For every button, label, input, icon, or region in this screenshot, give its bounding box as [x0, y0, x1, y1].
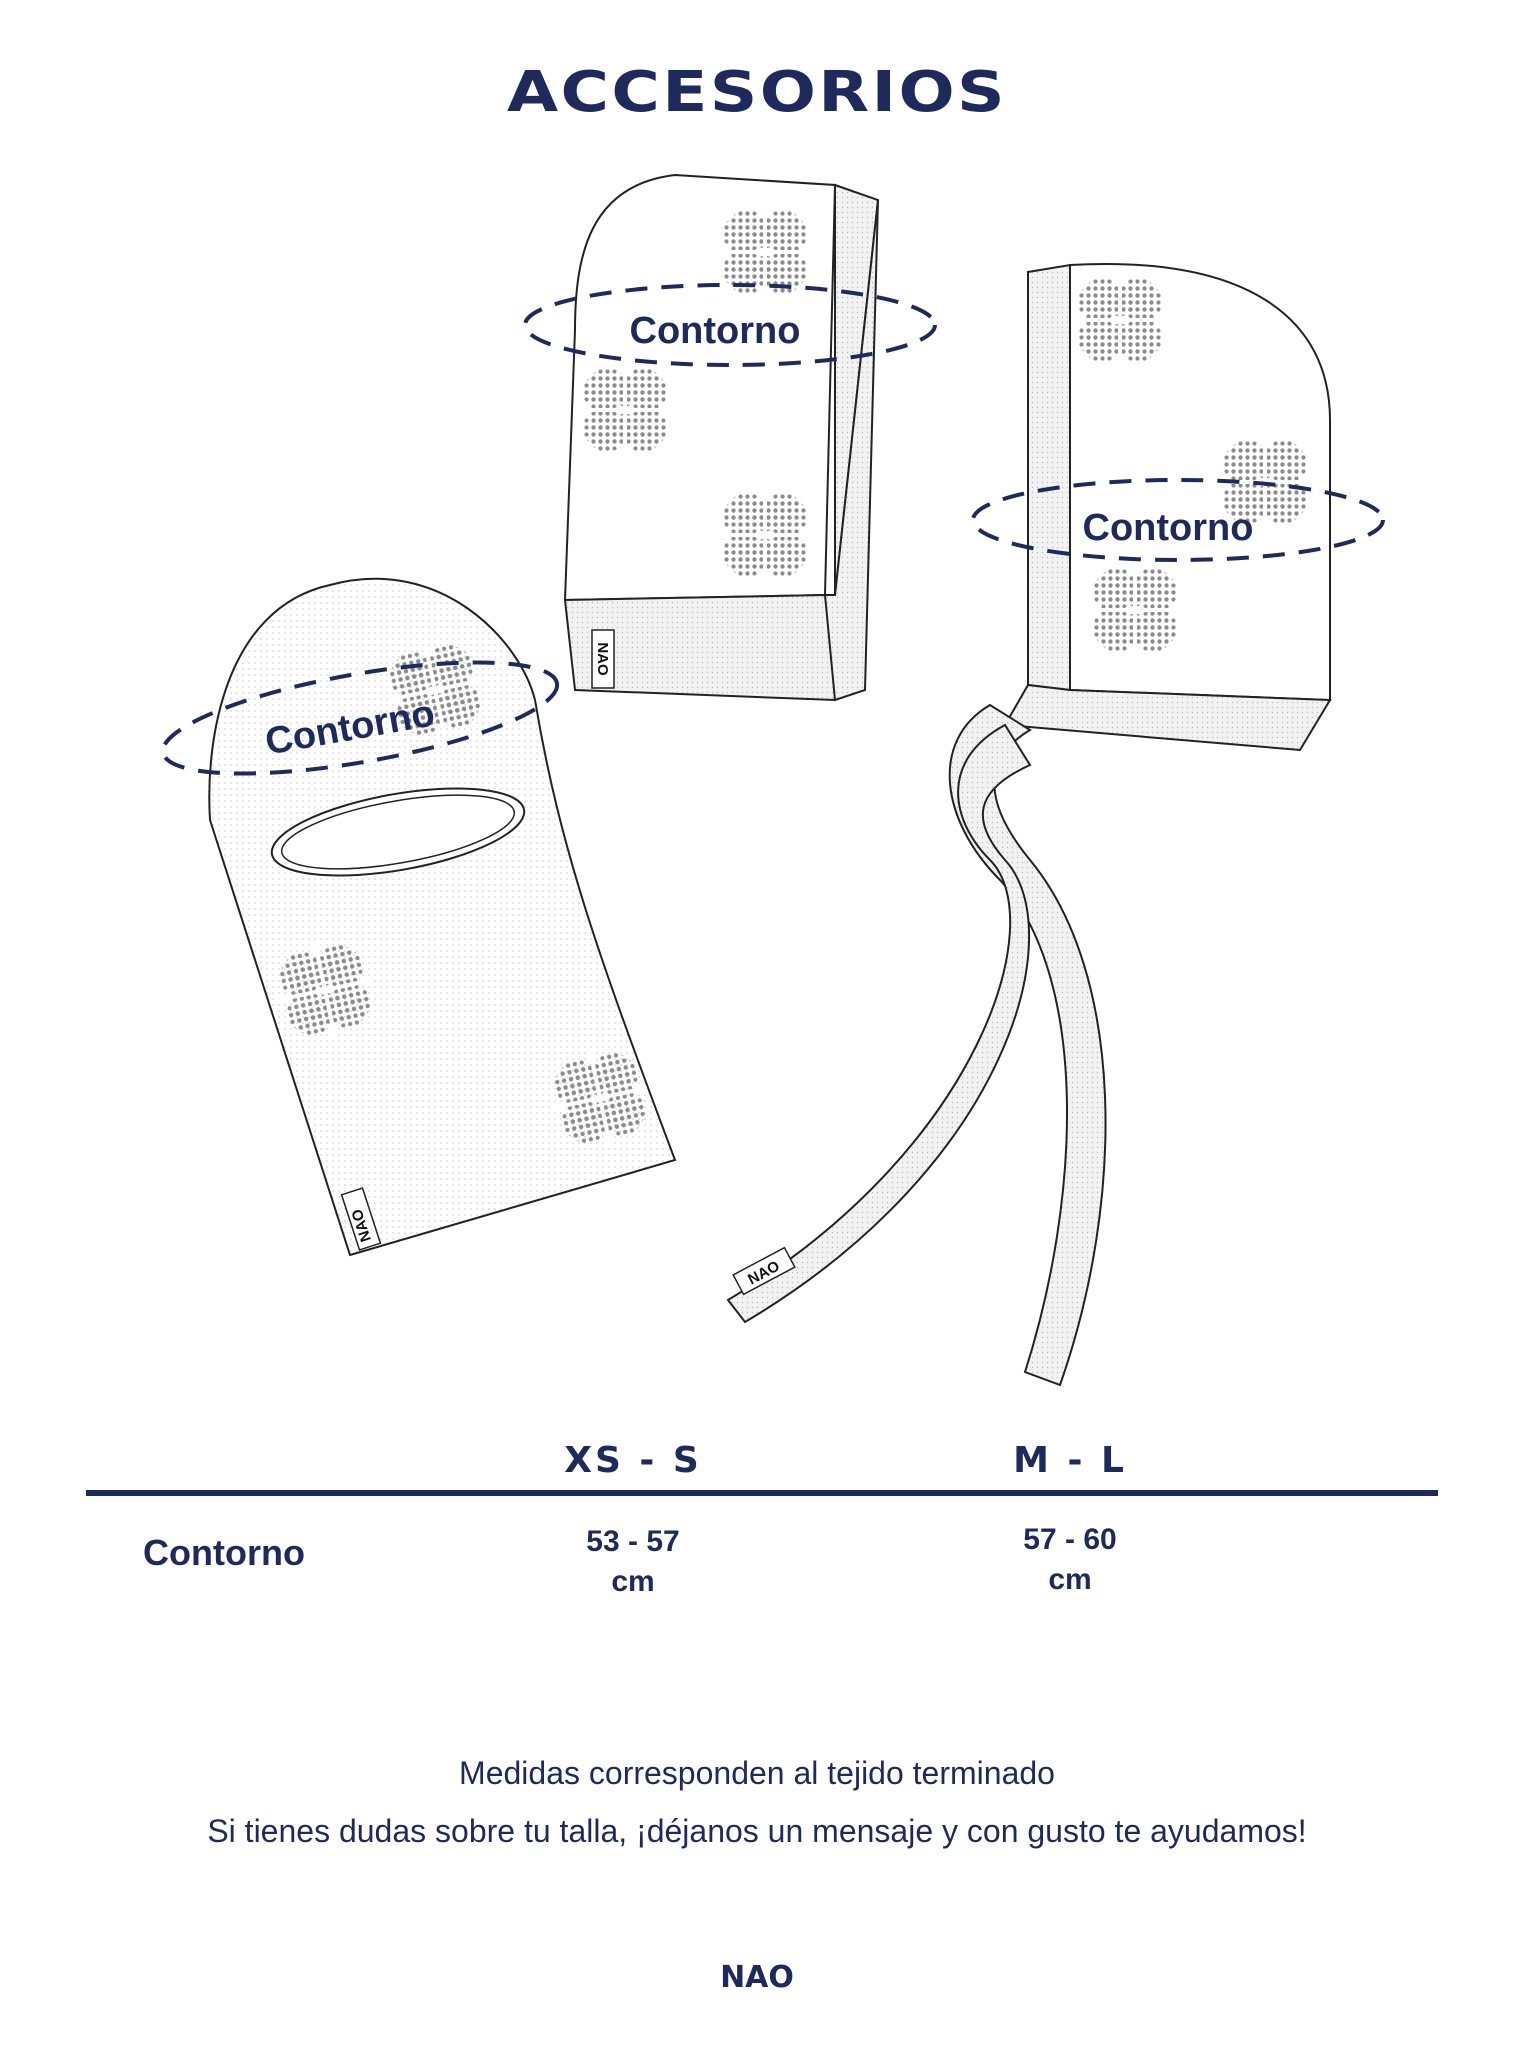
size-column-xs-s: XS - S	[564, 1440, 702, 1481]
row-label-contorno: Contorno	[143, 1532, 305, 1573]
bonnet-drawing: Contorno NAO	[726, 263, 1385, 1387]
contorno-value-m-l: 57 - 60 cm	[960, 1520, 1180, 1600]
accessories-illustration: Contorno NAO Contorno NAO Contorno NAO	[160, 173, 1385, 1387]
balaclava-drawing: Contorno NAO	[160, 577, 677, 1257]
page-title: ACCESORIOS	[507, 60, 1007, 125]
clover-motif-icon	[717, 487, 813, 583]
contorno-callout-bonnet: Contorno	[1083, 507, 1254, 549]
help-note: Si tienes dudas sobre tu talla, ¡déjanos…	[207, 1813, 1307, 1849]
value-range: 53 - 57	[586, 1525, 680, 1558]
value-unit: cm	[1048, 1563, 1092, 1596]
size-column-m-l: M - L	[1013, 1440, 1127, 1481]
value-range: 57 - 60	[1023, 1523, 1117, 1556]
table-divider	[86, 1490, 1438, 1496]
clover-motif-icon	[1087, 562, 1183, 658]
hood-drawing: Contorno NAO	[523, 173, 937, 702]
contorno-value-xs-s: 53 - 57 cm	[523, 1522, 743, 1602]
clover-motif-icon	[577, 362, 673, 458]
brand-footer: NAO	[720, 1960, 794, 1995]
value-unit: cm	[611, 1565, 655, 1598]
clover-motif-icon	[717, 204, 813, 300]
clover-motif-icon	[1072, 272, 1168, 368]
garment-tag-hood: NAO	[594, 642, 611, 676]
contorno-callout-hood: Contorno	[630, 310, 801, 352]
measurement-note: Medidas corresponden al tejido terminado	[459, 1755, 1055, 1791]
